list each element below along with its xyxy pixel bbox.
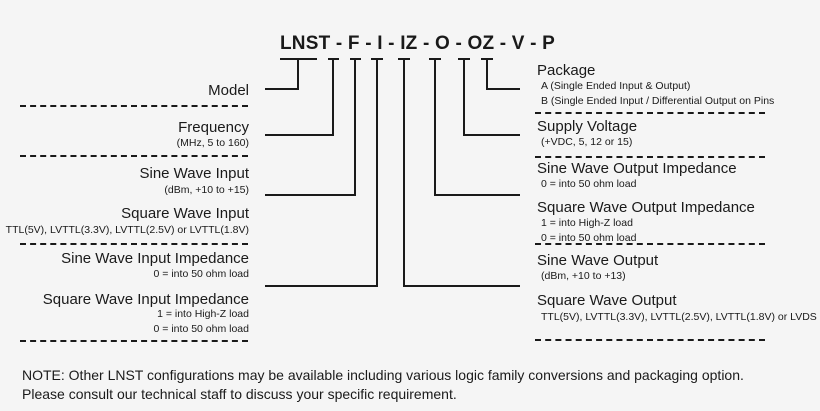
field-square-output-impedance-detail-2: 0 = into 50 ohm load — [541, 232, 637, 244]
code-frequency: F — [347, 33, 360, 54]
divider — [20, 105, 248, 107]
connector-frequency — [265, 59, 334, 136]
field-sine-output-detail: (dBm, +10 to +13) — [541, 270, 626, 282]
field-sine-input-detail: (dBm, +10 to +15) — [164, 184, 249, 196]
code-separator: - — [449, 33, 468, 54]
connector-output-impedance — [434, 59, 520, 196]
divider — [20, 243, 248, 245]
code-model: LNST — [280, 33, 331, 54]
divider — [20, 340, 248, 342]
note-line-1: NOTE: Other LNST configurations may be a… — [22, 367, 744, 383]
divider — [20, 155, 248, 157]
field-frequency-title: Frequency — [178, 119, 249, 136]
code-input: I — [377, 33, 383, 54]
field-package-option-a: A (Single Ended Input & Output) — [541, 80, 691, 92]
connector-input — [265, 59, 356, 196]
field-frequency-detail: (MHz, 5 to 160) — [176, 137, 249, 149]
field-sine-output-impedance-title: Sine Wave Output Impedance — [537, 160, 737, 177]
divider — [535, 339, 765, 341]
field-supply-voltage-detail: (+VDC, 5, 12 or 15) — [541, 136, 633, 148]
field-square-input-title: Square Wave Input — [121, 205, 249, 222]
code-separator: - — [382, 33, 401, 54]
note-line-2: Please consult our technical staff to di… — [22, 386, 457, 402]
field-sine-input-impedance-title: Sine Wave Input Impedance — [61, 250, 249, 267]
field-square-output-title: Square Wave Output — [537, 292, 677, 309]
field-square-input-impedance-detail-1: 1 = into High-Z load — [157, 308, 249, 320]
field-square-input-impedance-detail-2: 0 = into 50 ohm load — [153, 323, 249, 335]
divider — [535, 156, 765, 158]
code-separator: - — [330, 33, 348, 54]
code-package: P — [542, 33, 556, 54]
connector-voltage — [463, 59, 520, 136]
field-square-input-impedance-title: Square Wave Input Impedance — [42, 291, 249, 308]
code-separator: - — [494, 33, 512, 54]
code-separator: - — [359, 33, 378, 54]
field-supply-voltage-title: Supply Voltage — [537, 118, 638, 135]
field-square-output-impedance-title: Square Wave Output Impedance — [537, 199, 755, 216]
code-output: O — [435, 33, 450, 54]
connector-output — [403, 59, 520, 287]
field-square-input-detail: TTL(5V), LVTTL(3.3V), LVTTL(2.5V) or LVT… — [5, 224, 249, 236]
field-sine-output-impedance-detail: 0 = into 50 ohm load — [541, 178, 637, 190]
field-model-title: Model — [208, 82, 249, 99]
divider — [535, 112, 765, 114]
field-package-option-b: B (Single Ended Input / Differential Out… — [541, 95, 775, 107]
field-package-title: Package — [537, 62, 596, 79]
field-sine-input-impedance-detail: 0 = into 50 ohm load — [153, 268, 249, 280]
connector-input-impedance — [265, 59, 378, 287]
code-separator: - — [417, 33, 435, 54]
code-separator: - — [524, 33, 543, 54]
field-sine-input-title: Sine Wave Input — [139, 165, 249, 182]
field-square-output-detail: TTL(5V), LVTTL(3.3V), LVTTL(2.5V), LVTTL… — [541, 311, 817, 323]
code-input-impedance: IZ — [400, 33, 418, 54]
code-output-impedance: OZ — [467, 33, 495, 54]
code-voltage: V — [511, 33, 525, 54]
connector-model — [265, 59, 299, 90]
connector-package — [486, 59, 520, 90]
divider — [535, 243, 765, 245]
field-square-output-impedance-detail-1: 1 = into High-Z load — [541, 217, 633, 229]
field-sine-output-title: Sine Wave Output — [537, 252, 659, 269]
part-number-code: LNST - F - I - IZ - O - OZ - V - P — [280, 33, 555, 55]
